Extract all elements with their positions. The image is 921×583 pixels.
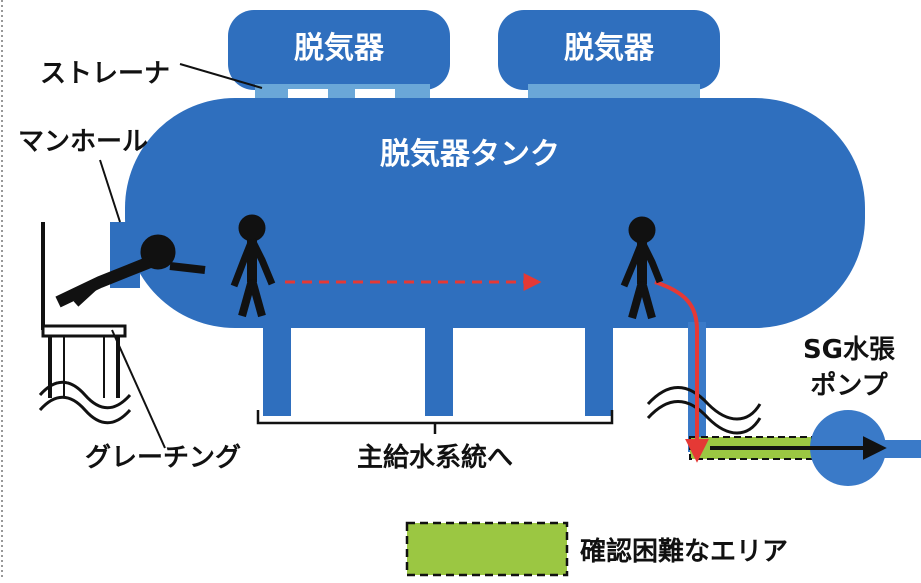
sg-pump-label-line2: ポンプ <box>810 370 888 401</box>
deaerator-left <box>228 10 450 90</box>
strainer-bar-left <box>255 84 430 98</box>
deaerator-tank <box>125 98 865 328</box>
person-standing-icon <box>620 216 664 320</box>
grating-label: グレーチング <box>85 443 241 473</box>
manhole-leader <box>99 159 121 223</box>
legend-swatch-hard-area <box>405 521 569 577</box>
deaerator-right-label: 脱気器 <box>564 31 655 66</box>
wave-break-icon <box>646 400 762 435</box>
grating-leader <box>111 329 166 449</box>
main-feedwater-label: 主給水系統へ <box>357 442 513 473</box>
legend-label-hard-area: 確認困難なエリア <box>580 536 788 567</box>
grating <box>38 222 132 425</box>
wave-break-icon <box>646 386 762 421</box>
inspection-path-curve <box>654 280 699 331</box>
strainer-label: ストレーナ <box>40 59 170 89</box>
person-crawling-icon <box>55 234 206 308</box>
manhole-label: マンホール <box>18 127 148 157</box>
strainer-leader <box>179 63 263 89</box>
sg-pump-label-line1: SG水張 <box>803 335 895 365</box>
deaerator-left-label: 脱気器 <box>294 31 385 66</box>
deaerator-right <box>498 10 720 90</box>
pump-outlet-pipe <box>882 440 921 458</box>
tank-label: 脱気器タンク <box>380 137 560 172</box>
strainer-bar-right <box>528 84 700 98</box>
person-standing-icon <box>230 214 276 318</box>
